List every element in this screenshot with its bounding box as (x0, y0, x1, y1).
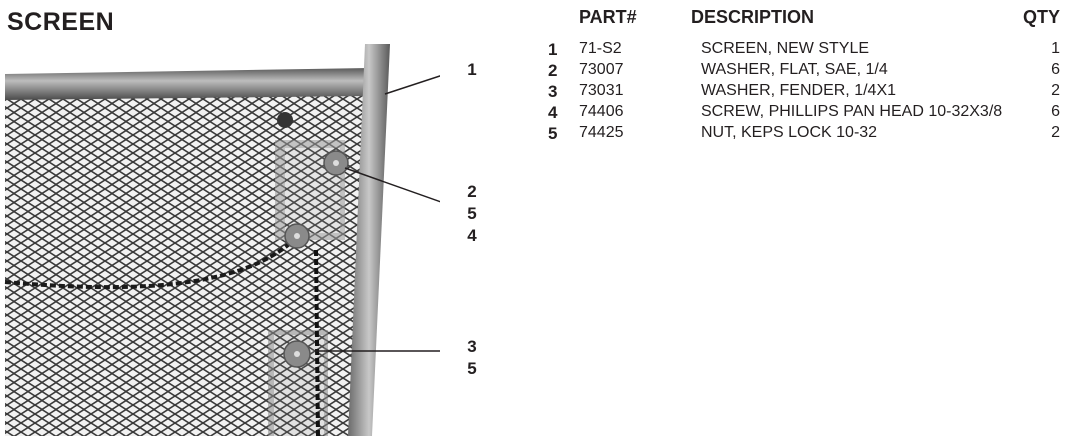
part-number: 74406 (579, 103, 624, 120)
table-row: 1 71-S2 SCREEN, NEW STYLE 1 (546, 40, 1066, 61)
row-index: 3 (548, 82, 558, 101)
row-index: 4 (548, 103, 558, 122)
parts-table: PART# DESCRIPTION QTY 1 71-S2 SCREEN, NE… (546, 7, 1066, 145)
part-description: NUT, KEPS LOCK 10-32 (701, 124, 878, 141)
parts-table-header: PART# DESCRIPTION QTY (546, 7, 1066, 31)
row-index: 5 (548, 124, 558, 143)
part-qty: 1 (1051, 40, 1060, 57)
row-index: 2 (548, 61, 558, 80)
page-title: SCREEN (7, 8, 115, 36)
header-qty: QTY (1022, 7, 1060, 27)
part-description: WASHER, FENDER, 1/4X1 (701, 82, 897, 99)
screen-assembly-photo (4, 44, 440, 436)
header-part: PART# (579, 7, 637, 27)
part-qty: 2 (1051, 82, 1060, 99)
part-description: WASHER, FLAT, SAE, 1/4 (701, 61, 888, 78)
table-row: 2 73007 WASHER, FLAT, SAE, 1/4 6 (546, 61, 1066, 82)
part-number: 74425 (579, 124, 624, 141)
header-description: DESCRIPTION (691, 7, 815, 27)
callout-3-5: 3 5 (467, 337, 477, 378)
callout-2-5-4: 2 5 4 (467, 182, 477, 245)
part-number: 71-S2 (579, 40, 622, 57)
table-row: 3 73031 WASHER, FENDER, 1/4X1 2 (546, 82, 1066, 103)
part-number: 73007 (579, 61, 624, 78)
table-row: 5 74425 NUT, KEPS LOCK 10-32 2 (546, 124, 1066, 145)
callout-1: 1 (467, 60, 477, 79)
part-qty: 6 (1051, 61, 1060, 78)
table-row: 4 74406 SCREW, PHILLIPS PAN HEAD 10-32X3… (546, 103, 1066, 124)
row-index: 1 (548, 40, 558, 59)
part-qty: 6 (1051, 103, 1060, 120)
part-description: SCREEN, NEW STYLE (701, 40, 870, 57)
part-number: 73031 (579, 82, 624, 99)
part-description: SCREW, PHILLIPS PAN HEAD 10-32X3/8 (701, 103, 1003, 120)
part-qty: 2 (1051, 124, 1060, 141)
